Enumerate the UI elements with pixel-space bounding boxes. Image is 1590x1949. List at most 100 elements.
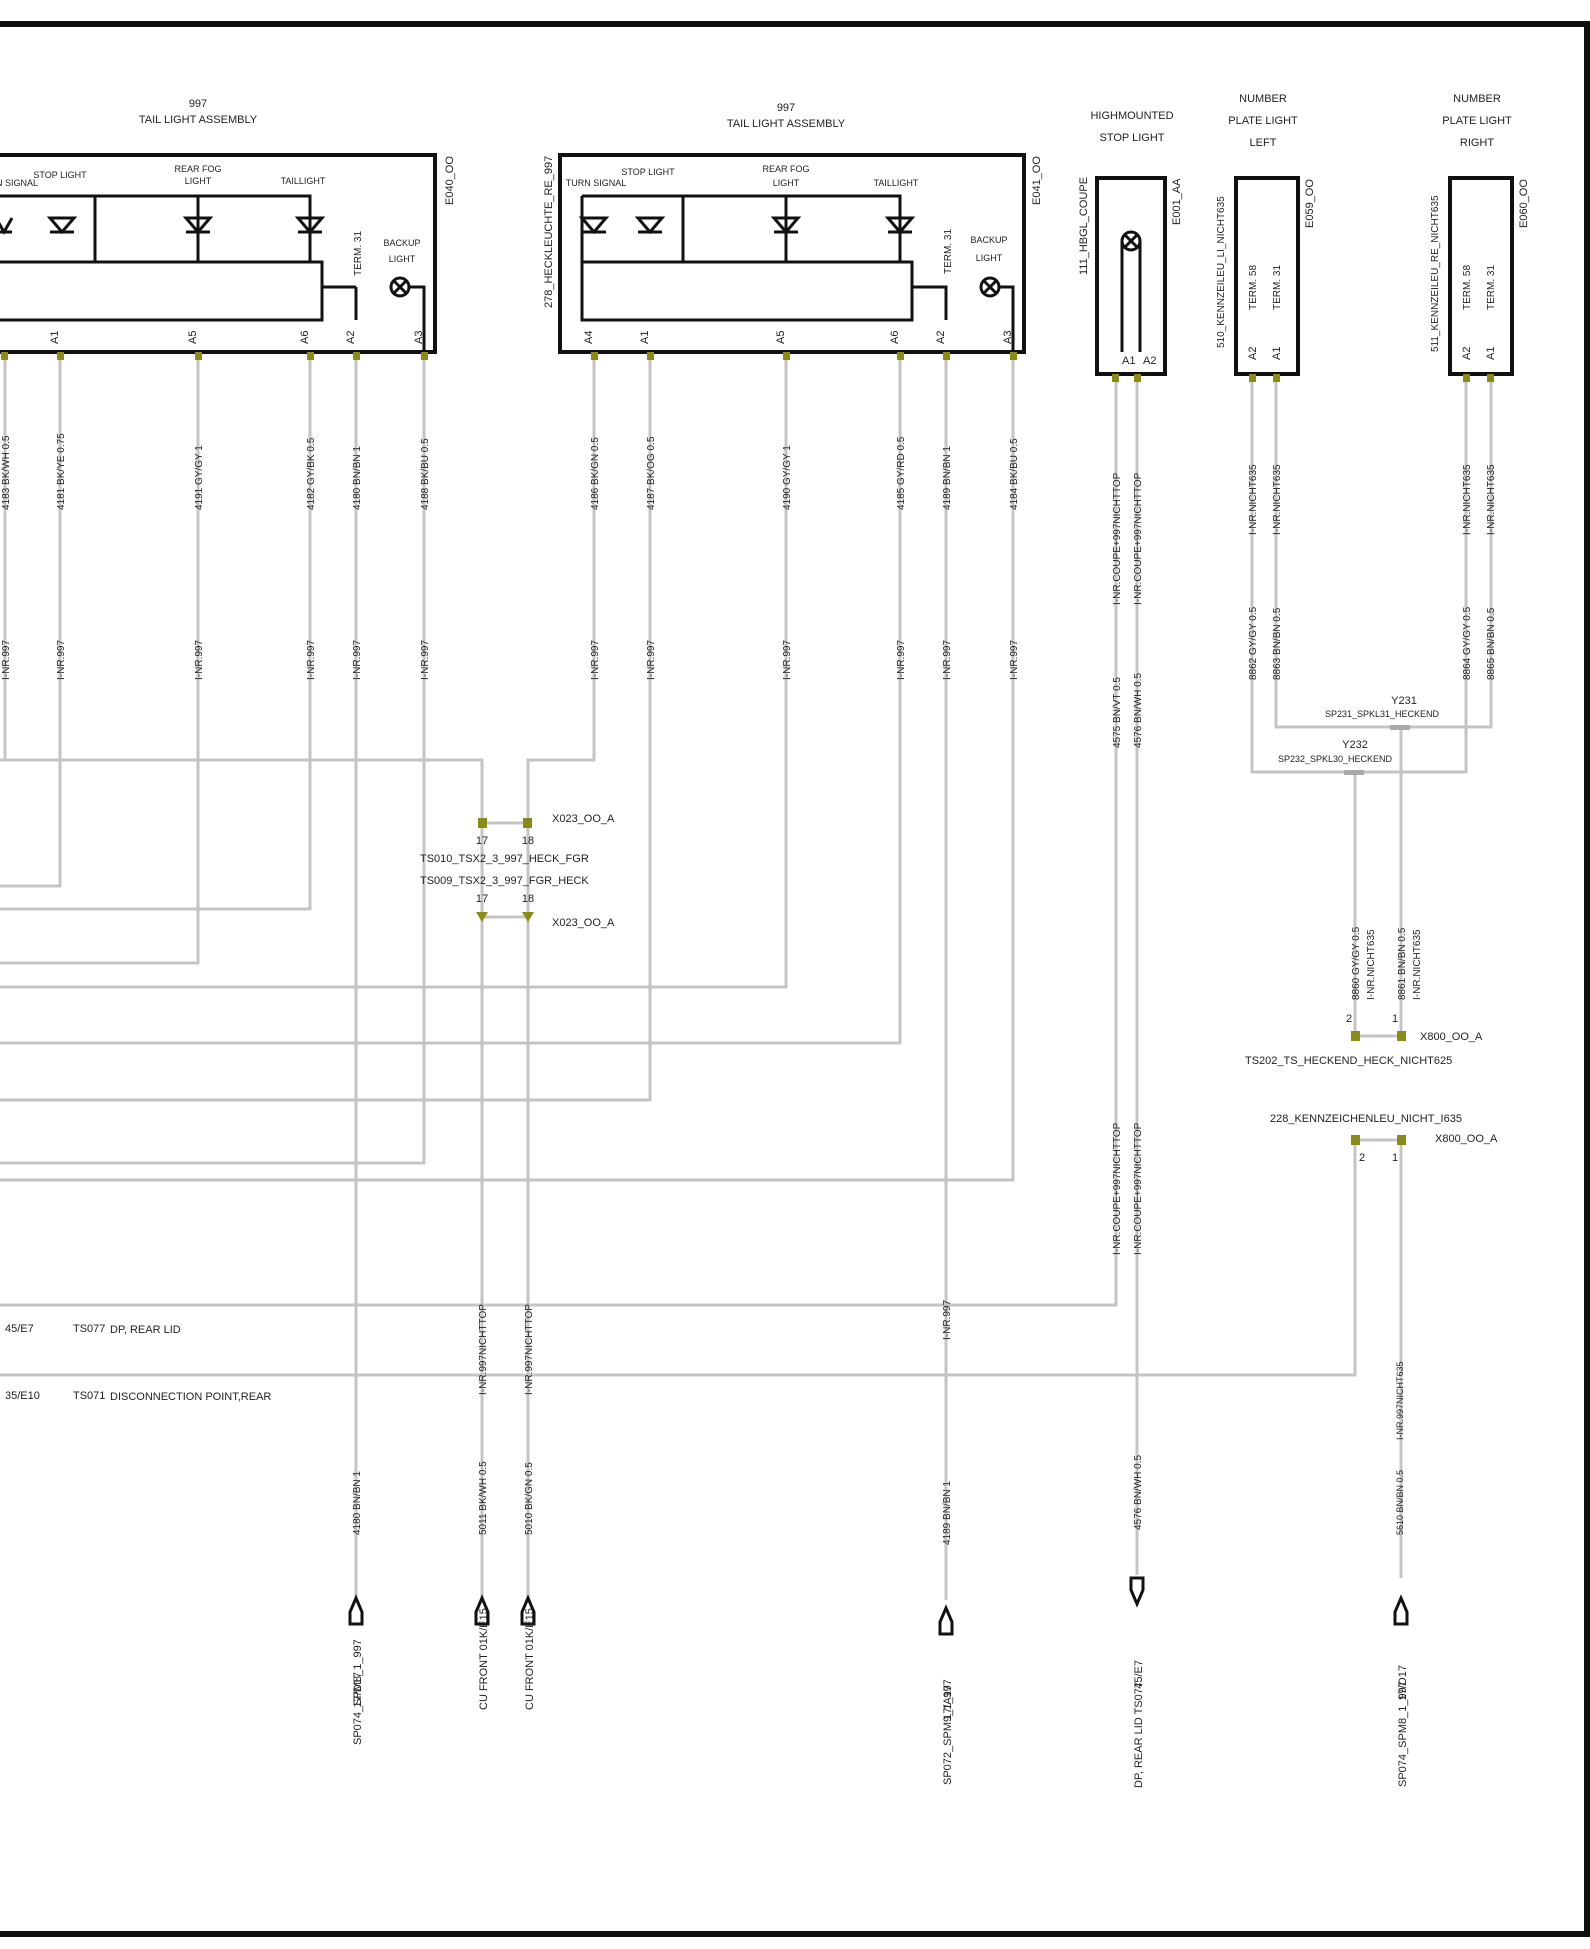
left-assembly-title: TAIL LIGHT ASSEMBLY — [139, 114, 258, 126]
ref-row1-ref: 45/E7 — [5, 1323, 34, 1335]
number-plate-light-left: NUMBER PLATE LIGHT LEFT TERM. 58 TERM. 3… — [1216, 93, 1316, 680]
x800-top-pin2: 2 — [1346, 1013, 1352, 1025]
plate-right-term31: TERM. 31 — [1486, 265, 1497, 310]
bottom-dest-1: SP074_SPM8_1_997 — [352, 1639, 364, 1745]
left-diode-fog-icon — [182, 216, 214, 235]
inr997-label-1: I-NR.997 — [1, 640, 12, 680]
left-pin-a6: A6 — [299, 331, 311, 344]
bottom-wire-5010: 5010 BK/GN 0.5 — [524, 1462, 535, 1535]
wire-label-4188: 4188 BK/BU 0.5 — [420, 438, 431, 510]
nichttop-label-2: I-NR.997NICHTTOP — [524, 1304, 535, 1395]
hbgl-inr-1: I-NR.COUPE+997NICHTTOP — [1112, 472, 1123, 605]
right-pin-a3: A3 — [1002, 331, 1014, 344]
hbgl-pin-a1: A1 — [1122, 355, 1135, 367]
x800-k228: 228_KENNZEICHENLEU_NICHT_I635 — [1270, 1113, 1462, 1125]
right-assembly-id: E041_OO — [1031, 156, 1043, 205]
wire-label-4183: 4183 BK/WH 0.5 — [1, 435, 12, 510]
left-backup-label-2: LIGHT — [389, 254, 416, 264]
x800-ts202: TS202_TS_HECKEND_HECK_NICHT625 — [1245, 1055, 1452, 1067]
left-pin-terminals — [1, 352, 428, 360]
ref-row2-ref: 35/E10 — [5, 1390, 40, 1402]
bottom-dest-5-ref: 45/E7 — [1133, 1660, 1145, 1689]
x800-bottom-pin2-terminal — [1351, 1135, 1360, 1145]
x023-bottom-pin17: 17 — [476, 893, 488, 905]
left-backup-bulb-cross-icon — [392, 279, 408, 295]
left-fog-label-2: LIGHT — [185, 176, 212, 186]
bottom-connectors: 4180 BN/BN 1 5011 BK/WH 0.5 5010 BK/GN 0… — [348, 1455, 1409, 1788]
plate-right-id: E060_OO — [1518, 179, 1530, 228]
bottom-wire-5610: 5610 BN/BN 0.5 — [1395, 1470, 1405, 1535]
wire-label-4180: 4180 BN/BN 1 — [352, 446, 363, 510]
right-backup-bulb-cross-icon — [982, 279, 998, 295]
inr997-label-4: I-NR.997 — [306, 640, 317, 680]
plate-right-term58: TERM. 58 — [1462, 265, 1473, 310]
splice-y232-mark — [1344, 770, 1364, 775]
plate-left-id: E059_OO — [1304, 179, 1316, 228]
wire-4187 — [0, 356, 652, 1102]
sheet-frame — [0, 21, 1590, 1937]
left-assembly-number: 997 — [189, 98, 207, 110]
right-pin-terminals — [591, 352, 1017, 360]
wire-label-4181: 4181 BK/YE 0.75 — [56, 433, 67, 510]
wire-network — [0, 356, 1493, 1600]
splice-y231-label: Y231 — [1391, 695, 1417, 707]
splice-y231-mark — [1390, 725, 1410, 730]
x800-bottom-pin1: 1 — [1392, 1152, 1398, 1164]
left-tail-light-assembly: 997 TAIL LIGHT ASSEMBLY TURN SIGNAL STOP… — [0, 98, 456, 360]
ref-row2-desc: DISCONNECTION POINT,REAR — [110, 1391, 271, 1403]
bottom-wire-5011: 5011 BK/WH 0.5 — [478, 1461, 489, 1535]
plate-right-inr-1: I-NR.NICHT635 — [1462, 464, 1473, 535]
hbgl-pin-a2: A2 — [1143, 355, 1156, 367]
coupe-label-2: I-NR.COUPE+997NICHTTOP — [1133, 1122, 1144, 1255]
left-assembly-internal — [0, 194, 358, 322]
wire-label-4186: 4186 BK/GN 0.5 — [590, 437, 601, 510]
x800-inr-1: I-NR.NICHT635 — [1366, 929, 1377, 1000]
x023-pin18-top — [523, 818, 532, 828]
right-tail-label: TAILLIGHT — [874, 178, 919, 188]
x800-wire-8861: 8861 BN/BN 0.5 — [1397, 927, 1408, 1000]
plate-right-pin-a2: A2 — [1461, 347, 1473, 360]
plate-left-title-1: NUMBER — [1239, 93, 1287, 105]
right-tail-light-assembly: 997 TAIL LIGHT ASSEMBLY TURN SIGNAL STOP… — [543, 102, 1043, 360]
wire-4182 — [0, 356, 312, 911]
wire-4191 — [0, 356, 200, 965]
x800-bottom-pin1-terminal — [1397, 1135, 1406, 1145]
connector-arrow-icon-2 — [474, 1594, 490, 1626]
hbgl-box — [1095, 176, 1167, 376]
right-backup-lead — [999, 285, 1015, 352]
inr997-label-9: I-NR.997 — [782, 640, 793, 680]
x023-connector: X023_OO_A 17 18 TS010_TSX2_3_997_HECK_FG… — [420, 813, 615, 929]
inr997n635-label: I-NR.997NICHT635 — [1395, 1361, 1405, 1440]
x800-top-pin1-terminal — [1397, 1031, 1406, 1041]
plate-left-wire-8863: 8863 BN/BN 0.5 — [1272, 607, 1283, 680]
right-pin-a1: A1 — [639, 331, 651, 344]
left-diode-tail-icon — [294, 216, 326, 235]
bottom-dest-4-ref: 17/A17 — [942, 1685, 954, 1720]
right-diode-stop-icon — [634, 216, 666, 235]
plate-right-title-1: NUMBER — [1453, 93, 1501, 105]
plate-right-side-label: 511_KENNZEILEU_RE_NICHT635 — [1430, 195, 1441, 352]
bottom-wire-4189: 4189 BN/BN 1 — [942, 1481, 953, 1545]
hbgl-title-1: HIGHMOUNTED — [1090, 110, 1173, 122]
x023-bottom-label: X023_OO_A — [552, 917, 615, 929]
plate-left-term31: TERM. 31 — [1272, 265, 1283, 310]
x800-bottom-pin2: 2 — [1359, 1152, 1365, 1164]
hbgl-inr-2: I-NR.COUPE+997NICHTTOP — [1133, 472, 1144, 605]
ref-row1-desc: DP, REAR LID — [110, 1324, 181, 1336]
assembly-wire-labels: 4183 BK/WH 0.5 4181 BK/YE 0.75 4191 GY/G… — [1, 433, 1020, 680]
left-stop-label: STOP LIGHT — [33, 170, 87, 180]
wire-4190 — [0, 356, 788, 989]
plate-left-box — [1234, 176, 1300, 376]
left-fog-label-1: REAR FOG — [174, 164, 221, 174]
wire-4188 — [0, 356, 426, 1165]
coupe-label-1: I-NR.COUPE+997NICHTTOP — [1112, 1122, 1123, 1255]
x800-connector: 8860 GY/GY 0.5 I-NR.NICHT635 8861 BN/BN … — [1245, 926, 1498, 1164]
hbgl-id: E001_AA — [1171, 178, 1183, 225]
wire-label-4182: 4182 GY/BK 0.5 — [306, 437, 317, 510]
x023-top-label: X023_OO_A — [552, 813, 615, 825]
plate-right-wire-8864: 8864 GY/GY 0.5 — [1462, 606, 1473, 680]
plate-right-box — [1448, 176, 1514, 376]
wire-label-4187: 4187 BK/OG 0.5 — [646, 436, 657, 510]
right-assembly-internal — [580, 194, 948, 322]
